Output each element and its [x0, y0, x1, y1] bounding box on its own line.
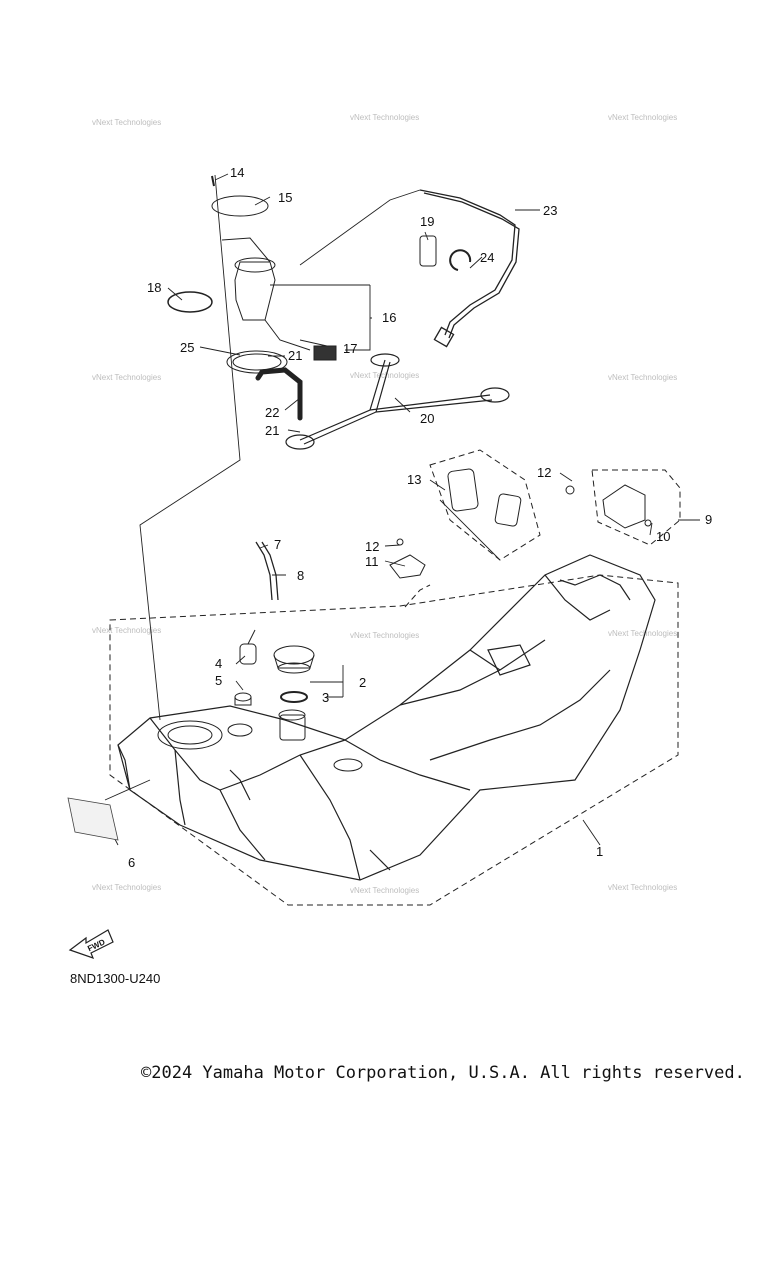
- callout-14: 14: [230, 165, 244, 180]
- fuel-pipe: [419, 189, 520, 348]
- leader-lines: [104, 173, 700, 846]
- tank-assembly-outline: [109, 449, 681, 906]
- watermarks: vNext Technologies vNext Technologies vN…: [92, 113, 677, 895]
- fwd-arrow-icon: FWD: [68, 929, 114, 959]
- retaining-plate: [211, 195, 269, 217]
- o-ring: [280, 691, 308, 703]
- bolt: [396, 538, 404, 546]
- bracket: [389, 554, 426, 579]
- filler-neck: [157, 709, 363, 772]
- watermark-text: vNext Technologies: [350, 886, 419, 895]
- callout-23: 23: [543, 203, 557, 218]
- watermark-text: vNext Technologies: [608, 373, 677, 382]
- watermark-text: vNext Technologies: [92, 883, 161, 892]
- callout-18: 18: [147, 280, 161, 295]
- callout-2: 2: [359, 675, 366, 690]
- callout-24: 24: [480, 250, 494, 265]
- callout-20: 20: [420, 411, 434, 426]
- watermark-text: vNext Technologies: [92, 626, 161, 635]
- clip: [419, 235, 437, 267]
- pump-ring: [226, 350, 288, 374]
- watermark-text: vNext Technologies: [608, 883, 677, 892]
- fuel-pump: [221, 237, 337, 361]
- valve: [239, 629, 257, 665]
- breather-hose: [255, 541, 279, 601]
- hose-clamp: [449, 249, 472, 271]
- callout-4: 4: [215, 656, 222, 671]
- diagram-part-code: 8ND1300-U240: [70, 971, 161, 986]
- bolt: [565, 485, 575, 495]
- callout-21: 21: [265, 423, 279, 438]
- fuel-tank-exploded-diagram: vNext Technologies vNext Technologies vN…: [67, 113, 712, 959]
- fuel-hose: [255, 367, 303, 421]
- callout-5: 5: [215, 673, 222, 688]
- fuel-pipe-assembly: [285, 353, 510, 450]
- callout-1: 1: [596, 844, 603, 859]
- mount-plate: [602, 484, 646, 529]
- watermark-text: vNext Technologies: [350, 631, 419, 640]
- callout-9: 9: [705, 512, 712, 527]
- seat-pads: [447, 468, 522, 527]
- warning-label: [67, 797, 119, 841]
- watermark-text: vNext Technologies: [350, 113, 419, 122]
- watermark-text: vNext Technologies: [350, 371, 419, 380]
- watermark-text: vNext Technologies: [608, 113, 677, 122]
- nut: [644, 519, 652, 527]
- grommet: [234, 692, 252, 706]
- callout-17: 17: [343, 341, 357, 356]
- callout-10: 10: [656, 529, 670, 544]
- callout-11: 11: [365, 554, 379, 569]
- callout-8: 8: [297, 568, 304, 583]
- callout-6: 6: [128, 855, 135, 870]
- gasket: [167, 291, 213, 313]
- callout-16: 16: [382, 310, 396, 325]
- fuel-cap: [273, 645, 315, 674]
- fuel-tank: [117, 554, 656, 881]
- callout-7: 7: [274, 537, 281, 552]
- callout-3: 3: [322, 690, 329, 705]
- callout-15: 15: [278, 190, 292, 205]
- callout-19: 19: [420, 214, 434, 229]
- callout-22: 22: [265, 405, 279, 420]
- callout-21: 21: [288, 348, 302, 363]
- watermark-text: vNext Technologies: [92, 118, 161, 127]
- watermark-text: vNext Technologies: [608, 629, 677, 638]
- callout-12: 12: [537, 465, 551, 480]
- watermark-text: vNext Technologies: [92, 373, 161, 382]
- callout-numbers: 1 2 3 4 5 6 7 8 9 10 11 12 12 13 14 15 1…: [128, 165, 712, 870]
- callout-12: 12: [365, 539, 379, 554]
- screw: [211, 175, 215, 187]
- callout-25: 25: [180, 340, 194, 355]
- copyright-notice: ©2024 Yamaha Motor Corporation, U.S.A. A…: [141, 1063, 745, 1083]
- callout-13: 13: [407, 472, 421, 487]
